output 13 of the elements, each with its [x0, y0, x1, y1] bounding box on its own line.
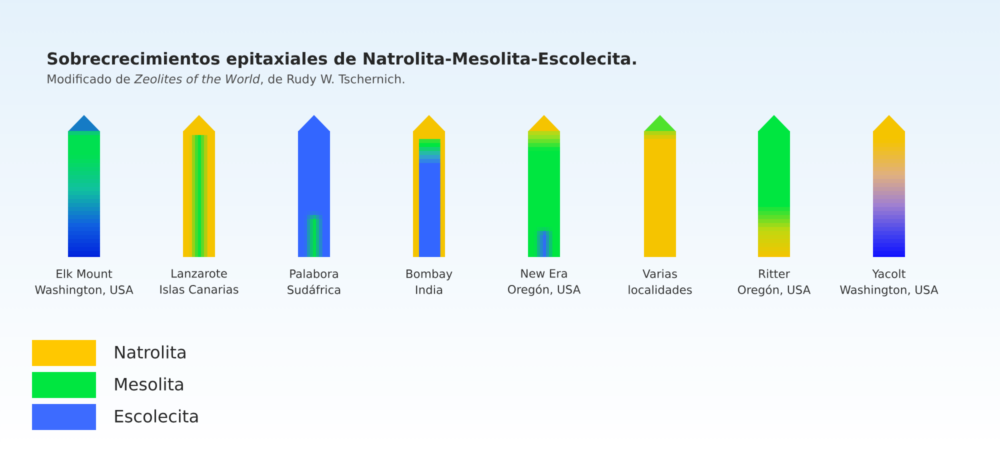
legend-label: Mesolita [115, 377, 183, 391]
site-label: Varias localidades [628, 269, 692, 294]
site-label: New Era Oregón, USA [508, 269, 581, 296]
title: Sobrecrecimientos epitaxiales de Natrolita-Mesolita-Escolecita. [48, 52, 636, 68]
site-label: Palabora Sudáfrica [288, 269, 340, 294]
legend-label: Natrolita [115, 345, 186, 359]
legend-label: Escolecita [115, 409, 198, 423]
site-label: Elk Mount Washington, USA [35, 269, 134, 296]
site-label: Bombay India [406, 269, 452, 294]
site-label: Yacolt Washington, USA [840, 269, 938, 296]
caption: Modificado de Zeolites of the World, de Rudy W. Tschernich. [48, 74, 404, 86]
site-label: Lanzarote Islas Canarias [160, 269, 238, 294]
site-label: Ritter Oregón, USA [738, 269, 811, 296]
